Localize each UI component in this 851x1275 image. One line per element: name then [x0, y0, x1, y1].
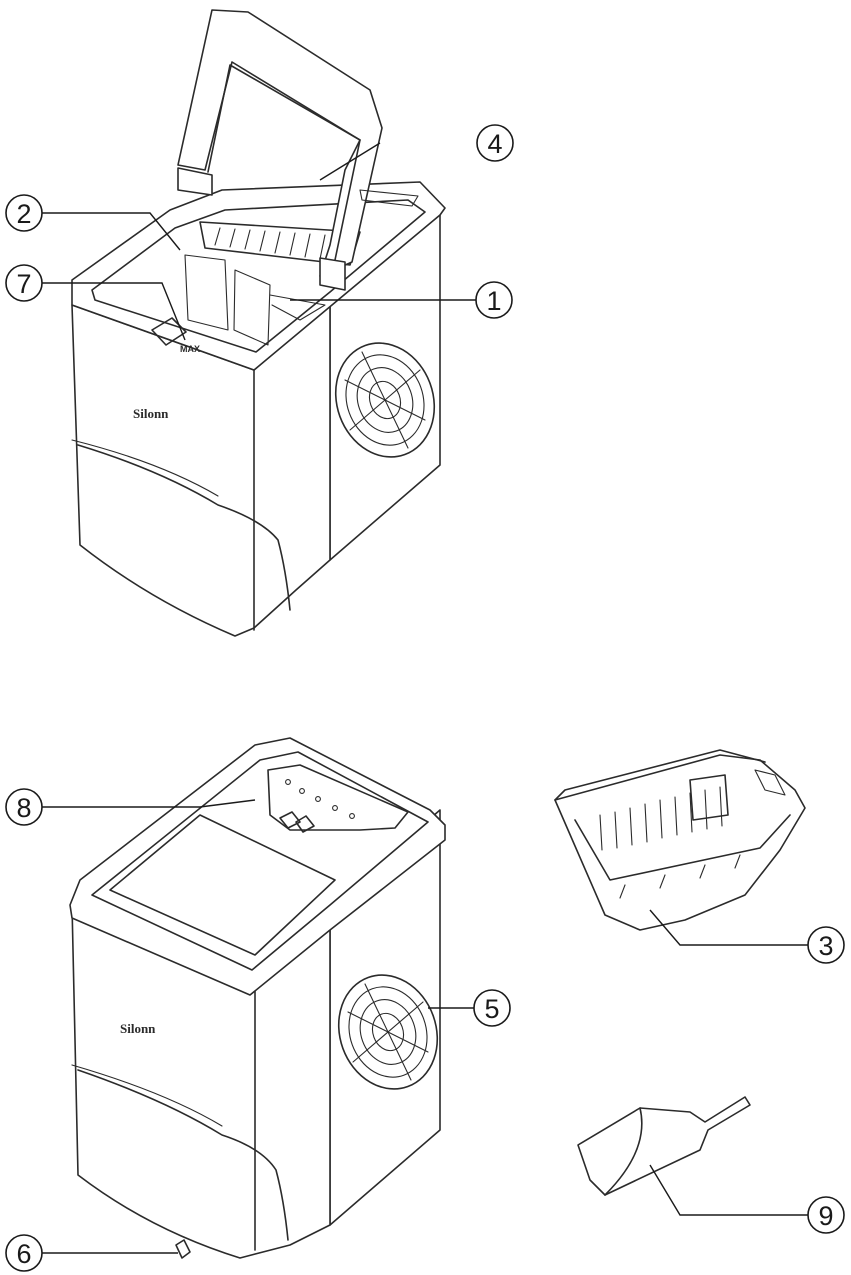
- callout-2: 2: [5, 194, 43, 232]
- brand-logo-bottom: Silonn: [120, 1021, 156, 1036]
- fan-grille-ring3-top: [368, 380, 402, 420]
- svg-text:4: 4: [487, 129, 502, 159]
- callout-4: 4: [476, 124, 514, 162]
- drawer-line-top: [77, 444, 291, 611]
- water-level-knob: [151, 317, 187, 346]
- inner-rim-top: [91, 199, 426, 353]
- basket-tab: [689, 774, 729, 821]
- lid-window: [109, 814, 336, 956]
- svg-text:6: 6: [16, 1239, 31, 1269]
- control-panel[interactable]: [267, 764, 409, 831]
- callout-6: 6: [5, 1234, 43, 1272]
- drawer-line-bottom: [77, 1069, 289, 1241]
- leader-9: [649, 1164, 808, 1216]
- scoop-edge: [604, 1107, 643, 1196]
- callout-7: 7: [5, 264, 43, 302]
- lid-hinge-left: [177, 167, 213, 196]
- lid-inner: [207, 64, 361, 261]
- inner-block-left: [184, 254, 229, 331]
- callout-1: 1: [475, 281, 513, 319]
- indicator-light-1: [285, 779, 291, 785]
- svg-text:5: 5: [484, 994, 499, 1024]
- callout-8: 8: [5, 788, 43, 826]
- svg-text:9: 9: [818, 1201, 833, 1231]
- basket-handle: [754, 769, 786, 796]
- leader-2: [40, 212, 181, 251]
- callout-3: 3: [807, 926, 845, 964]
- basket-slots-front: [619, 854, 741, 899]
- drawer-line-top-2: [71, 439, 219, 497]
- front-body-bottom: [71, 904, 331, 1259]
- rear-panel-top: [359, 189, 419, 207]
- svg-text:1: 1: [486, 286, 501, 316]
- scoop-body: [577, 1096, 751, 1196]
- fan-grille-ring2-bottom: [359, 999, 417, 1065]
- fan-grille-ring2-top: [356, 367, 414, 433]
- leader-3: [649, 909, 808, 946]
- svg-text:8: 8: [16, 793, 31, 823]
- svg-text:2: 2: [16, 199, 31, 229]
- leader-7: [40, 282, 186, 341]
- fan-grille-outer-bottom: [337, 974, 439, 1090]
- leader-8: [40, 799, 256, 808]
- inner-block-right: [233, 269, 271, 346]
- leader-4: [319, 142, 381, 181]
- indicator-light-2: [299, 788, 305, 794]
- ice-maker-open: MAX Silonn: [71, 9, 446, 637]
- fan-grille-spokes-top: [344, 351, 426, 449]
- svg-text:3: 3: [818, 931, 833, 961]
- indicator-light-4: [332, 805, 338, 811]
- ice-scoop: [577, 1096, 751, 1196]
- callout-9: 9: [807, 1196, 845, 1234]
- basket-rim: [554, 749, 766, 801]
- basket-shell: [554, 754, 806, 931]
- evaporator-bar: [199, 221, 361, 266]
- basket-inner-floor: [574, 814, 791, 881]
- fan-grille-spokes-bottom: [347, 983, 429, 1081]
- fan-grille-ring1-bottom: [348, 986, 428, 1078]
- lid-closed: [91, 751, 429, 971]
- lid-hinge-right: [319, 257, 346, 291]
- fan-grille-ring1-top: [345, 354, 425, 446]
- drawer-line-bottom-2: [71, 1064, 223, 1127]
- fan-grille-outer-top: [334, 342, 436, 458]
- front-body-top: [71, 304, 331, 637]
- ice-basket: [554, 749, 806, 931]
- callout-5: 5: [473, 989, 511, 1027]
- indicator-light-3: [315, 796, 321, 802]
- ice-maker-closed: Silonn: [69, 737, 446, 1259]
- fan-grille-ring3-bottom: [371, 1012, 405, 1052]
- power-button[interactable]: [279, 811, 301, 829]
- drain-plug: [175, 1239, 191, 1259]
- svg-text:7: 7: [16, 269, 31, 299]
- select-button[interactable]: [295, 815, 315, 833]
- brand-logo-top: Silonn: [133, 406, 169, 421]
- max-mark: MAX: [180, 344, 200, 354]
- indicator-light-5: [349, 813, 355, 819]
- basket-slots-back: [599, 786, 723, 851]
